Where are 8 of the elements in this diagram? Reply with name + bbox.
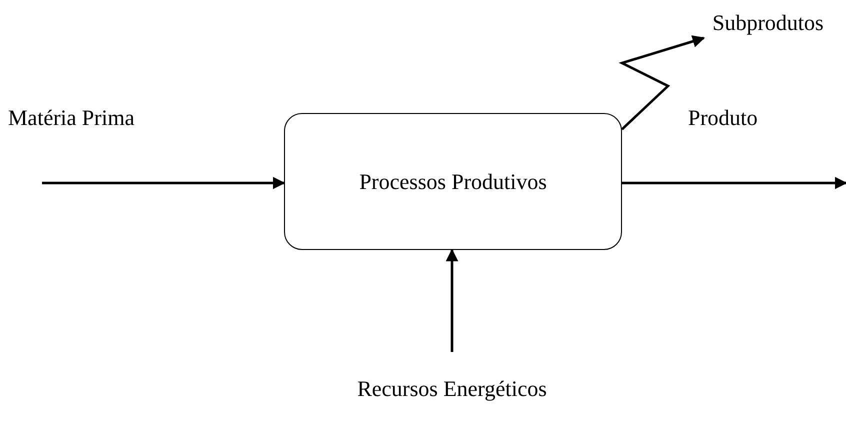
arrow bbox=[446, 248, 458, 352]
process-box bbox=[284, 113, 622, 250]
arrow bbox=[618, 35, 706, 130]
output-text: Subprodutos bbox=[688, 8, 846, 38]
input-text: Recursos Energéticos bbox=[342, 352, 562, 402]
arrow bbox=[622, 176, 846, 190]
arrow bbox=[42, 176, 286, 190]
process-label: Processos Produtivos bbox=[359, 168, 547, 194]
